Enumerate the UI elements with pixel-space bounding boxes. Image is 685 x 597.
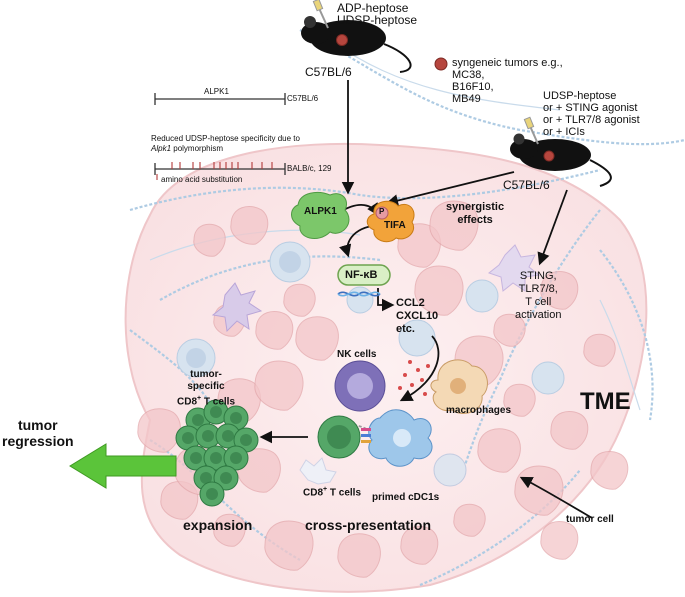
cross-presentation-label: cross-presentation xyxy=(305,517,432,533)
tumor-cell xyxy=(283,283,316,317)
expanded-t-cell-nucleus xyxy=(240,434,252,446)
cd8-t-cell-icon xyxy=(317,415,361,459)
nfkb-box xyxy=(337,264,391,286)
tumor-cell xyxy=(493,313,526,347)
tumor-cell xyxy=(453,503,486,537)
expanded-t-cell-nucleus xyxy=(220,472,232,484)
tumor-cell xyxy=(583,333,616,367)
cd8-t-cells-label: CD8+ T cells xyxy=(303,486,362,499)
alpk1-label: ALPK1 xyxy=(304,206,337,217)
tumor-cell xyxy=(337,533,381,578)
alpk1-note-gene: Alpk1 xyxy=(151,144,172,153)
tumor-cell xyxy=(540,271,579,310)
expanded-t-cell-nucleus xyxy=(210,452,222,464)
dna-helix-icon xyxy=(337,291,381,297)
tumor-cell xyxy=(477,428,521,473)
tumor-cell xyxy=(503,383,536,417)
expanded-t-cell-nucleus xyxy=(192,414,204,426)
tcr-mhc-interaction xyxy=(361,428,371,443)
tumor-regression-label: tumor regression xyxy=(2,417,74,449)
alpk1-strain2: BALB/c, 129 xyxy=(287,164,332,173)
tumor-legend-label: syngeneic tumors e.g., MC38, B16F10, MB4… xyxy=(452,57,563,105)
flow-arrows xyxy=(259,80,593,519)
tifa-label: TIFA xyxy=(384,220,406,231)
expanded-t-cell-nucleus xyxy=(200,472,212,484)
alpk1-gene-schematic xyxy=(154,93,286,175)
right-mouse-strain: C57BL/6 xyxy=(503,178,550,192)
right-mouse xyxy=(510,116,612,187)
phospho-icon xyxy=(375,206,389,220)
tme-label: TME xyxy=(580,388,631,415)
tumor-cell xyxy=(230,206,269,245)
phospho-label: P xyxy=(379,207,385,216)
nk-cells-label: NK cells xyxy=(337,349,377,360)
expanded-t-cell-nucleus xyxy=(230,452,242,464)
nk-cell-icon xyxy=(334,360,386,412)
substitution-note: amino acid substitution xyxy=(161,175,243,184)
alpk1-strain1: C57BL/6 xyxy=(287,94,319,103)
tumor-legend-icon xyxy=(434,57,448,71)
tumor-cell xyxy=(213,513,246,547)
tumor-cell xyxy=(414,265,464,316)
top-mouse-strain: C57BL/6 xyxy=(305,65,352,79)
right-treatment-label: UDSP-heptose or + STING agonist or + TLR… xyxy=(543,90,640,138)
expanded-t-cell-nucleus xyxy=(190,452,202,464)
macrophage-icon xyxy=(430,359,488,414)
expansion-cluster xyxy=(175,399,259,507)
nfkb-label: NF-κB xyxy=(345,269,378,281)
expansion-label: expansion xyxy=(183,517,253,533)
tme-accent-cells xyxy=(299,453,467,487)
tumor-specific-label: tumor- specific CD8+ T cells xyxy=(177,369,236,408)
tumor-cell xyxy=(193,223,226,257)
tumor-cell xyxy=(550,411,589,450)
alpk1-protein-icon xyxy=(291,192,350,240)
tumor-regression-arrow xyxy=(69,443,177,489)
synergistic-label: synergistic effects xyxy=(446,201,505,226)
substitution-ticks xyxy=(156,162,273,180)
macrophages-label: macrophages xyxy=(446,405,512,416)
alpk1-note: Reduced UDSP-heptose specificity due to … xyxy=(151,134,300,153)
expanded-t-cell-nucleus xyxy=(206,488,218,500)
tumor-cell xyxy=(400,526,439,565)
tumor-cell xyxy=(254,360,304,411)
expanded-t-cell-nucleus xyxy=(202,430,214,442)
alpk1-gene-label: ALPK1 xyxy=(204,87,229,96)
tumor-cell xyxy=(264,520,314,571)
tumor-cell xyxy=(295,316,339,361)
tumor-cell xyxy=(590,451,629,490)
top-treatment-label: ADP-heptose UDSP-heptose xyxy=(337,1,418,27)
expanded-t-cell-nucleus xyxy=(222,430,234,442)
expanded-t-cell-nucleus xyxy=(182,432,194,444)
expanded-t-cell-nucleus xyxy=(230,412,242,424)
chemokine-dots xyxy=(398,360,430,396)
expanded-t-cell-nucleus xyxy=(210,406,222,418)
alpk1-note-rest: polymorphism xyxy=(171,144,224,153)
tumor-cell xyxy=(255,311,294,350)
tumor-cell xyxy=(540,521,579,560)
dendritic-cell-icon xyxy=(368,409,433,467)
top-mouse xyxy=(301,0,412,73)
tumor-cell xyxy=(429,200,479,251)
primed-cdc1s-label: primed cDC1s xyxy=(372,492,440,503)
chemokine-label: CCL2 CXCL10 etc. xyxy=(396,297,439,335)
tumor-cell-label: tumor cell xyxy=(566,514,614,525)
sting-label: STING, TLR7/8, T cell activation xyxy=(515,270,562,321)
